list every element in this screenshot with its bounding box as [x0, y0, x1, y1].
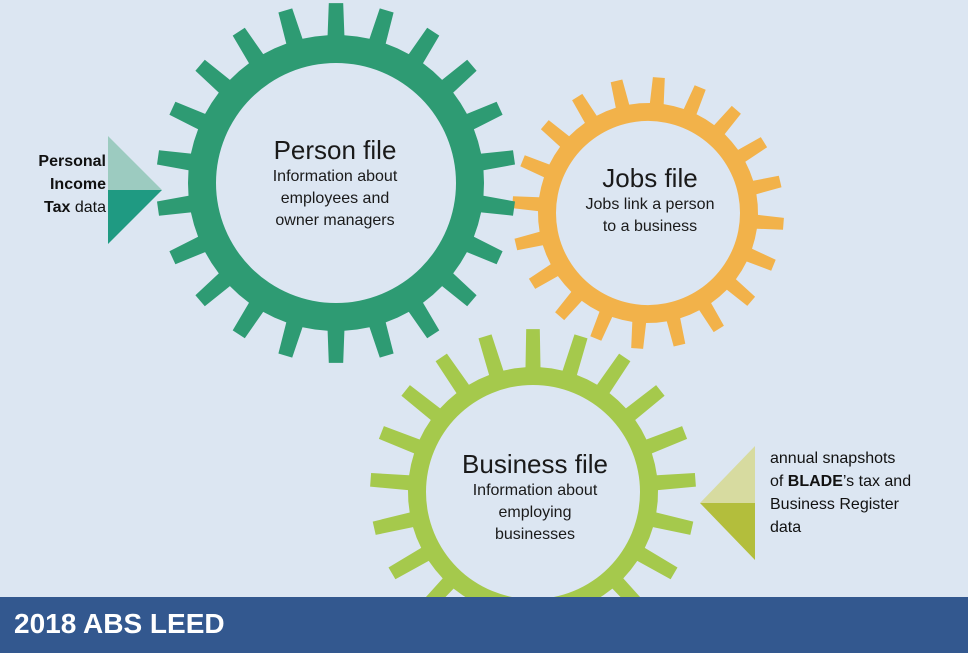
right-arrow-upper	[700, 446, 755, 503]
right-arrow-lower	[700, 503, 755, 560]
business-file-label: Business file Information about employin…	[430, 448, 640, 546]
right-input-arrow	[700, 446, 755, 560]
person-file-label: Person file Information about employees …	[230, 134, 440, 232]
left-arrow-upper	[108, 136, 162, 190]
right-input-line-1: annual snapshots	[770, 450, 896, 467]
gear-jobs	[512, 77, 784, 349]
left-input-arrow	[108, 136, 162, 244]
right-input-line-4: data	[770, 519, 802, 536]
left-input-word-3: Tax	[44, 199, 71, 216]
jobs-file-label: Jobs file Jobs link a person to a busine…	[550, 162, 750, 238]
person-file-desc-1: Information about	[272, 168, 398, 185]
business-file-desc-1: Information about	[472, 482, 598, 499]
jobs-file-title: Jobs file	[602, 163, 698, 193]
person-file-title: Person file	[273, 135, 397, 165]
left-input-word-3-rest: data	[70, 199, 106, 216]
gear-person	[157, 3, 515, 363]
right-input-line-3: Business Register	[770, 496, 899, 513]
business-file-desc-2: employing	[498, 504, 572, 521]
business-file-title: Business file	[462, 449, 608, 479]
person-file-desc-2: employees and	[280, 190, 390, 207]
gear-business	[370, 329, 696, 653]
left-input-word-1: Personal	[38, 153, 106, 170]
left-input-text: Personal Income Tax data	[6, 150, 106, 219]
business-file-desc-3: businesses	[494, 526, 576, 543]
footer-band	[0, 597, 968, 653]
left-input-word-2: Income	[49, 176, 106, 193]
footer-title: 2018 ABS LEED	[14, 608, 225, 639]
left-arrow-lower	[108, 190, 162, 244]
right-input-blade: BLADE	[787, 473, 843, 490]
right-input-text: annual snapshots of BLADE’s tax and Busi…	[770, 447, 966, 539]
right-input-line-2-rest: ’s tax and	[842, 473, 912, 490]
jobs-file-desc-1: Jobs link a person	[585, 196, 715, 213]
jobs-file-desc-2: to a business	[602, 218, 698, 235]
person-file-desc-3: owner managers	[275, 212, 395, 229]
right-input-line-2-prefix: of	[770, 473, 788, 490]
